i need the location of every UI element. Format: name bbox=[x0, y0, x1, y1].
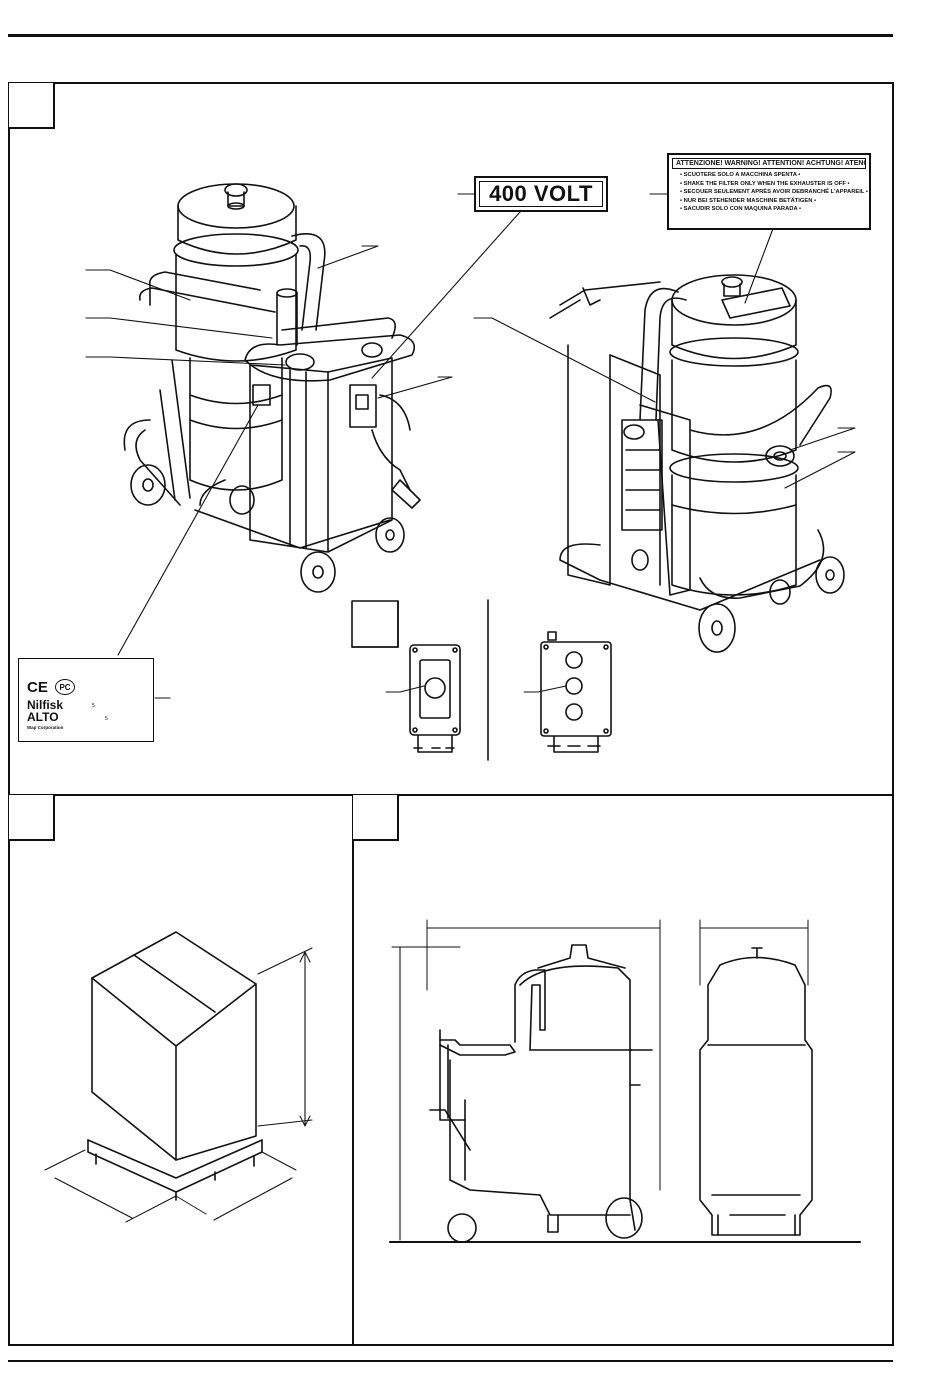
leader-lines-right bbox=[473, 225, 856, 489]
warning-line: • SACUDIR SOLO CON MAQUINA PARADA • bbox=[680, 206, 802, 213]
top-rule bbox=[8, 34, 893, 37]
voltage-label: 400 VOLT bbox=[474, 176, 608, 212]
warning-title: ATTENZIONE! WARNING! ATTENTION! ACHTUNG!… bbox=[672, 158, 866, 169]
warning-line: • NUR BEI STEHENDER MASCHINE BETÄTIGEN • bbox=[680, 197, 817, 204]
bottom-rule bbox=[8, 1360, 893, 1362]
panel-2-number-box bbox=[9, 795, 55, 841]
rating-plate: CE PC Nilfisk ALTO Wap Corporation 5 5 bbox=[18, 658, 154, 742]
pc-mark: PC bbox=[55, 679, 75, 695]
brand-tagline: Wap Corporation bbox=[27, 725, 64, 730]
plate-small-text-2: 5 bbox=[105, 716, 108, 722]
voltage-text: 400 VOLT bbox=[489, 181, 593, 206]
panel-3-frame bbox=[352, 794, 894, 1346]
vacuum-left-illustration bbox=[123, 183, 421, 593]
warning-line: • SHAKE THE FILTER ONLY WHEN THE EXHAUST… bbox=[680, 180, 850, 187]
brand-line-1: Nilfisk bbox=[27, 698, 64, 712]
ce-mark: CE bbox=[27, 679, 48, 696]
brand-logo: Nilfisk ALTO bbox=[27, 699, 63, 723]
panel-3-number-box bbox=[353, 795, 399, 841]
switch-box-illustrations bbox=[351, 599, 612, 761]
warning-line: • SECOUER SEULEMENT APRÈS AVOIR DEBRANCH… bbox=[680, 189, 868, 196]
warning-sticker: ATTENZIONE! WARNING! ATTENTION! ACHTUNG!… bbox=[667, 153, 871, 230]
brand-line-2: ALTO bbox=[27, 710, 59, 724]
leader-lines-left bbox=[85, 193, 668, 699]
warning-list: • SCUOTERE SOLO A MACCHINA SPENTA • • SH… bbox=[672, 171, 868, 214]
panel-1-number-box bbox=[9, 83, 55, 129]
packaging-box-illustration bbox=[44, 931, 313, 1223]
plate-small-text-1: 5 bbox=[92, 703, 95, 709]
warning-line: • SCUOTERE SOLO A MACCHINA SPENTA • bbox=[680, 172, 801, 178]
dimension-drawings bbox=[389, 919, 861, 1243]
vacuum-right-illustration bbox=[549, 274, 845, 653]
